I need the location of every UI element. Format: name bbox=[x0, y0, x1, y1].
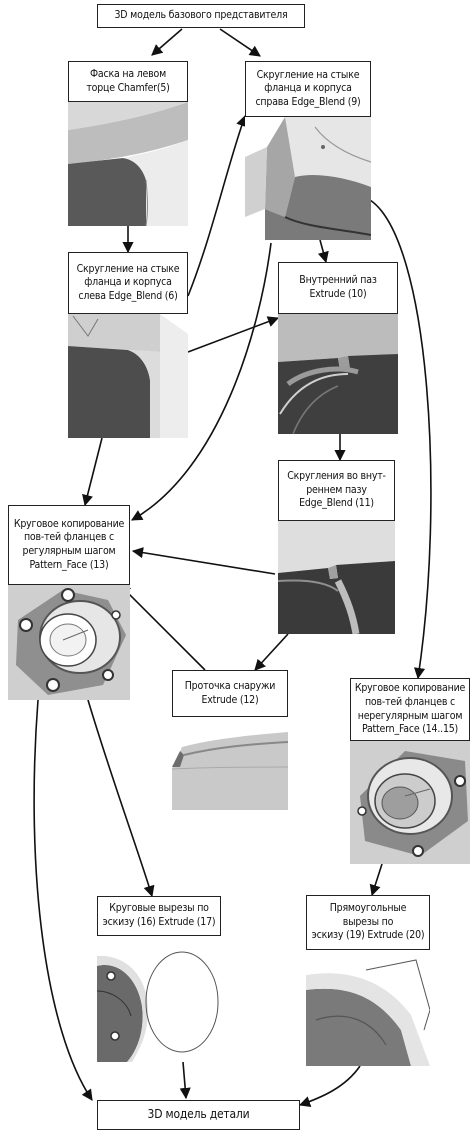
node-chamfer: Фаска на левом торце Chamfer(5) bbox=[68, 61, 188, 102]
arrow-blend-left-to-inner-groove bbox=[187, 316, 280, 353]
connector-arrows bbox=[33, 28, 432, 1107]
node-base-model-label: 3D модель базового представителя bbox=[114, 9, 288, 22]
arrow-pattern-irregular-to-rect-cuts bbox=[369, 863, 383, 897]
node-pattern-regular: Круговое копирование пов-тей фланцев с р… bbox=[8, 505, 130, 585]
render-blend-right bbox=[245, 117, 371, 240]
node-inner-groove-label: Внутренний паз Extrude (10) bbox=[299, 274, 377, 300]
arrow-blend-right-to-pattern-regular bbox=[131, 242, 272, 521]
arrow-blend-right-to-inner-groove bbox=[317, 239, 329, 264]
arrow-groove-blends-to-pattern-regular bbox=[131, 547, 276, 575]
node-outer-groove-label: Проточка снаружи Extrude (12) bbox=[184, 679, 276, 706]
node-groove-blends-label: Скругления во внут- реннем пазу Edge_Ble… bbox=[287, 470, 386, 510]
node-outer-groove: Проточка снаружи Extrude (12) bbox=[172, 670, 288, 717]
node-rect-cuts: Прямоугольные вырезы по эскизу (19) Extr… bbox=[306, 895, 430, 950]
node-blend-left: Скругление на стыке фланца и корпуса сле… bbox=[68, 252, 188, 314]
arrow-pattern-regular-to-final bbox=[33, 699, 93, 1101]
render-inner-groove bbox=[278, 314, 398, 434]
node-blend-right: Скругление на стыке фланца и корпуса спр… bbox=[245, 61, 371, 117]
arrow-blend-right-to-pattern-irregular bbox=[369, 199, 432, 680]
render-blend-left bbox=[68, 314, 188, 438]
render-pattern-irregular bbox=[350, 741, 470, 864]
node-base-model: 3D модель базового представителя bbox=[97, 4, 305, 28]
node-final-model: 3D модель детали bbox=[97, 1100, 300, 1130]
node-inner-groove: Внутренний паз Extrude (10) bbox=[278, 262, 398, 314]
render-chamfer bbox=[68, 102, 188, 226]
arrow-blend-left-to-blend-right bbox=[187, 114, 247, 297]
arrow-blend-left-to-pattern-regular bbox=[82, 437, 103, 507]
arrow-outer-groove-to-pattern-regular bbox=[119, 584, 206, 671]
node-pattern-regular-label: Круговое копирование пов-тей фланцев с р… bbox=[13, 517, 125, 571]
arrow-rect-cuts-to-final bbox=[298, 1065, 361, 1107]
node-pattern-irregular-label: Круговое копирование пов-тей фланцев с н… bbox=[354, 682, 466, 736]
render-groove-blends bbox=[278, 521, 395, 634]
render-outer-groove bbox=[172, 717, 288, 810]
render-pattern-regular bbox=[8, 585, 130, 700]
arrow-pattern-regular-to-circular-cuts bbox=[87, 699, 155, 898]
node-rect-cuts-label: Прямоугольные вырезы по эскизу (19) Extr… bbox=[311, 902, 425, 942]
node-chamfer-label: Фаска на левом торце Chamfer(5) bbox=[86, 67, 170, 94]
arrow-base-to-blend-right bbox=[219, 28, 261, 57]
node-circular-cuts-label: Круговые вырезы по эскизу (16) Extrude (… bbox=[102, 902, 216, 928]
arrow-base-to-chamfer bbox=[151, 28, 183, 56]
node-final-model-label: 3D модель детали bbox=[147, 1107, 250, 1122]
node-blend-left-label: Скругление на стыке фланца и корпуса сле… bbox=[76, 262, 180, 302]
node-circular-cuts: Круговые вырезы по эскизу (16) Extrude (… bbox=[97, 896, 221, 936]
arrow-circular-cuts-to-final bbox=[179, 1061, 191, 1100]
node-blend-right-label: Скругление на стыке фланца и корпуса спр… bbox=[255, 68, 361, 108]
node-groove-blends: Скругления во внут- реннем пазу Edge_Ble… bbox=[278, 460, 395, 521]
arrow-groove-blends-to-outer-groove bbox=[254, 633, 289, 671]
render-rect-cuts bbox=[306, 950, 430, 1066]
render-circular-cuts bbox=[97, 936, 221, 1062]
node-pattern-irregular: Круговое копирование пов-тей фланцев с н… bbox=[350, 678, 470, 741]
